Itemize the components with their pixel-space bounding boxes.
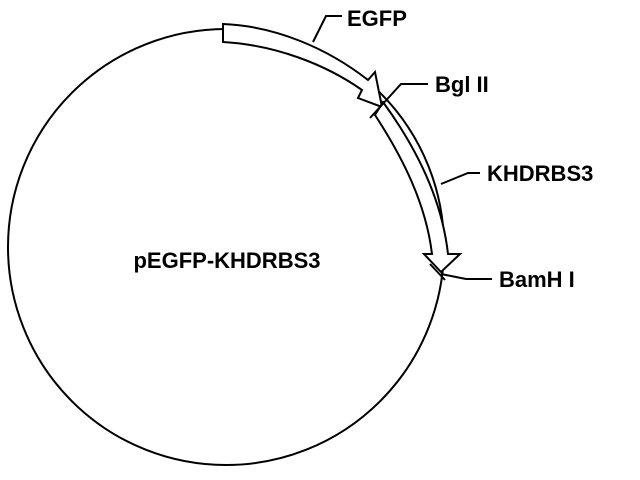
bamh-i-label: BamH I bbox=[499, 267, 575, 292]
bgl-ii-site-marker bbox=[369, 83, 428, 119]
egfp-leader-line bbox=[312, 15, 342, 43]
plasmid-name: pEGFP-KHDRBS3 bbox=[133, 248, 320, 273]
bamh-i-site-marker bbox=[429, 263, 492, 281]
khdrbs3-feature-arrow bbox=[373, 100, 463, 274]
bgl-ii-label: Bgl II bbox=[435, 72, 489, 97]
egfp-feature-arrow bbox=[222, 22, 384, 109]
khdrbs3-label: KHDRBS3 bbox=[487, 161, 593, 186]
egfp-label: EGFP bbox=[347, 6, 407, 31]
khdrbs3-leader-line bbox=[440, 172, 480, 185]
